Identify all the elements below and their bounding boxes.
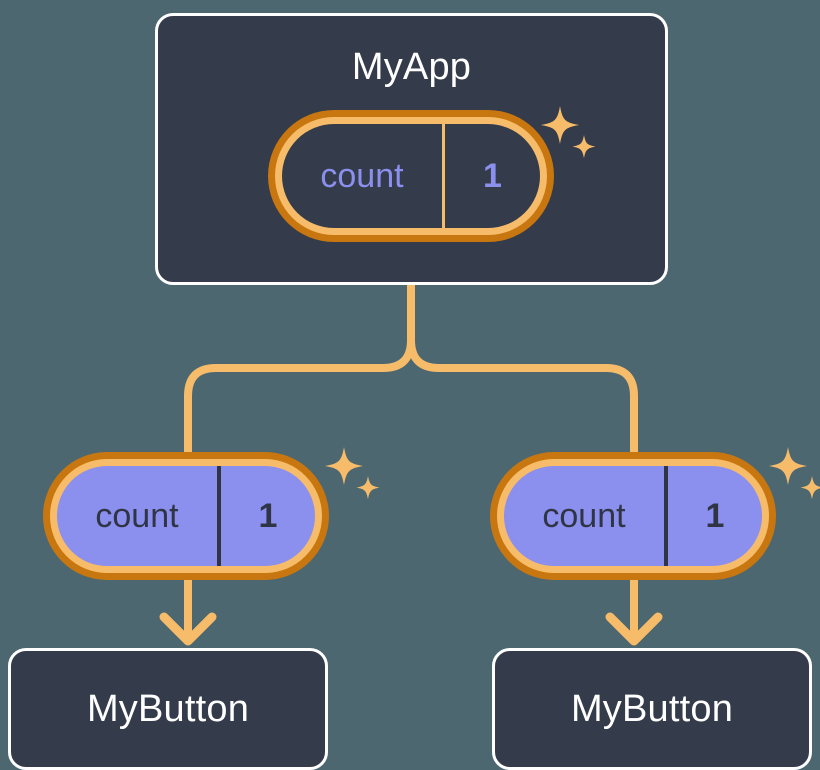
component-title-mybutton-right: MyButton [570,688,734,730]
state-pill-inner-ring: count 1 [497,459,769,573]
state-pill-inner-ring: count 1 [275,117,547,235]
state-pill-value: 1 [663,466,762,566]
component-card-mybutton-right[interactable]: MyButton [492,648,812,770]
component-title-mybutton-left: MyButton [86,688,250,730]
state-pill-body: count 1 [282,124,540,228]
component-title-myapp: MyApp [351,46,472,88]
sparkle-icon-left [325,447,380,500]
state-pill-key: count [95,497,179,535]
state-pill-value: 1 [216,466,315,566]
edge-branch-right [407,339,638,458]
state-pill-value: 1 [441,124,540,228]
state-pill-key: count [320,157,404,195]
state-pill-myapp[interactable]: count 1 [268,110,554,242]
state-pill-left[interactable]: count 1 [43,452,329,580]
state-pill-key: count [542,497,626,535]
arrow-down-icon-right [605,612,663,646]
edge-branch-left [184,339,415,458]
component-card-mybutton-left[interactable]: MyButton [8,648,328,770]
state-pill-inner-ring: count 1 [50,459,322,573]
arrow-down-icon-left [159,612,217,646]
state-pill-body: count 1 [57,466,315,566]
state-pill-right[interactable]: count 1 [490,452,776,580]
state-pill-body: count 1 [504,466,762,566]
